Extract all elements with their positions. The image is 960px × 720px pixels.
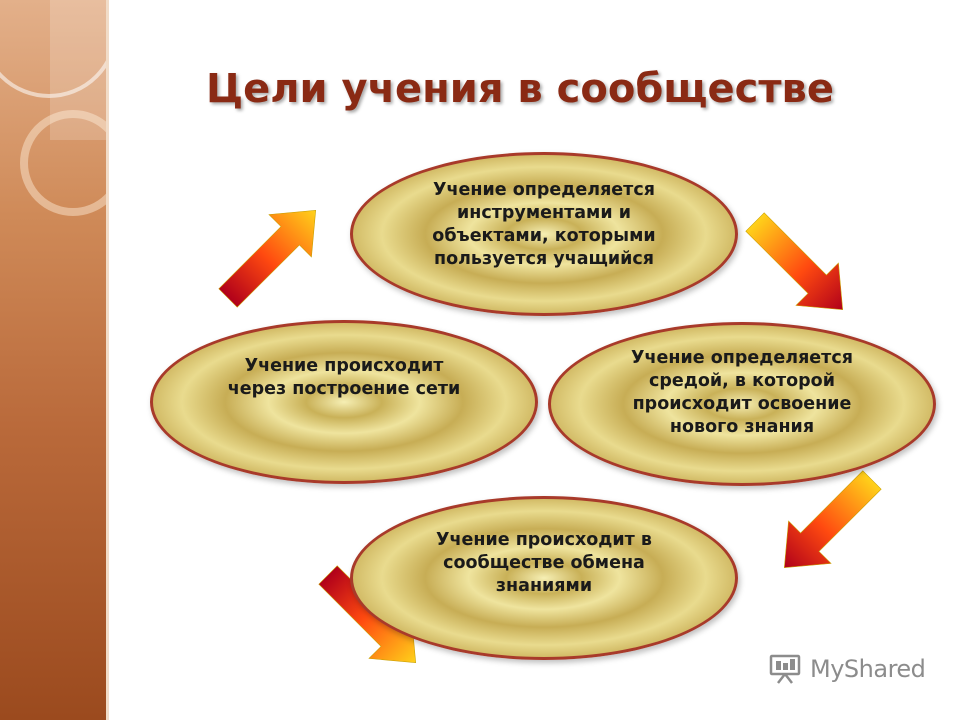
node-label: Учение определяется средой, в которой пр…: [631, 348, 853, 437]
presentation-board-icon: [769, 654, 801, 684]
slide-title: Цели учения в сообществе: [206, 66, 834, 112]
node-knowledge-exchange: Учение происходит в сообществе обмена зн…: [350, 496, 738, 660]
decorative-ring: [0, 0, 106, 98]
node-network-building: Учение происходит через построение сети: [150, 320, 538, 484]
node-label: Учение происходит через построение сети: [227, 356, 461, 399]
logo-text: MyShared: [810, 655, 926, 683]
node-tools-and-objects: Учение определяется инструментами и объе…: [350, 152, 738, 316]
sidebar-edge: [106, 0, 109, 720]
node-environment: Учение определяется средой, в которой пр…: [548, 322, 936, 486]
node-label: Учение происходит в сообществе обмена зн…: [436, 530, 652, 596]
decorative-ring: [20, 110, 106, 216]
node-label: Учение определяется инструментами и объе…: [432, 180, 656, 269]
decorative-sidebar: [0, 0, 106, 720]
myshared-logo: MyShared: [768, 654, 926, 684]
